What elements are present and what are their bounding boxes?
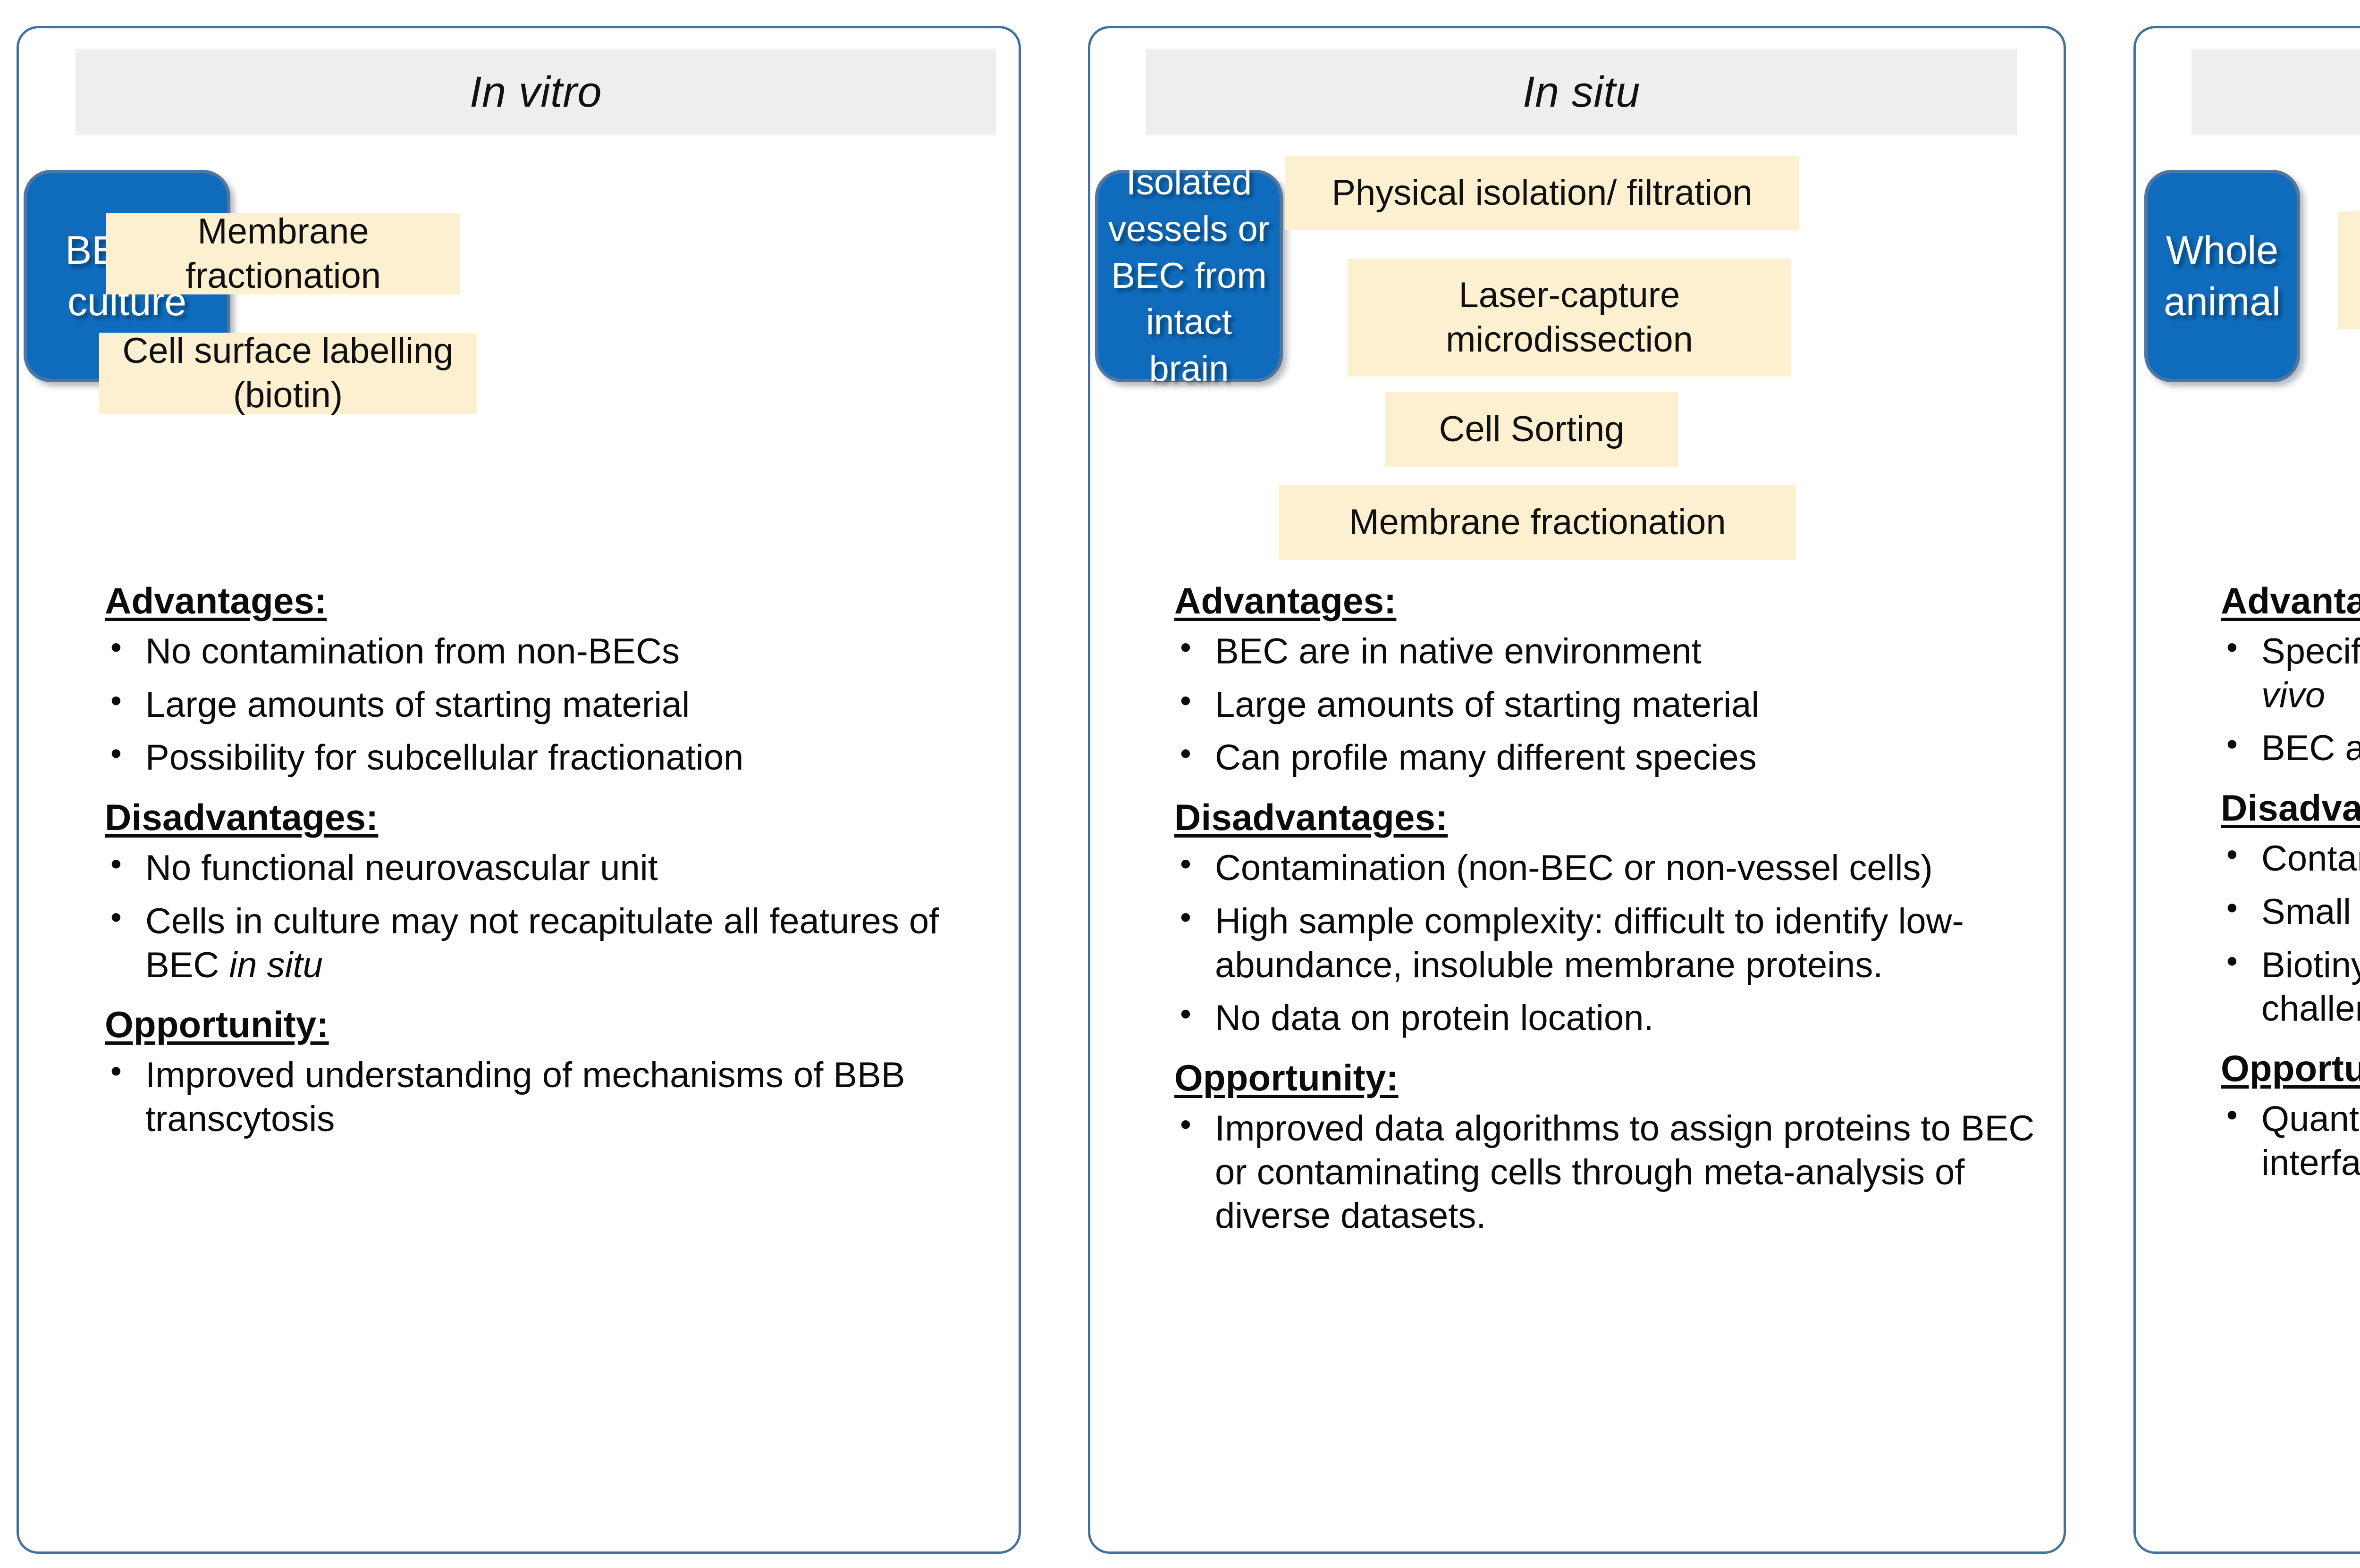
panel-header-band-in-vivo: In vivo [2191, 49, 2360, 135]
list-item: Improved understanding of mechanisms of … [105, 1052, 992, 1141]
panel-title-in-vitro: In vitro [469, 67, 602, 116]
panel-header-band-in-vitro: In vitro [76, 49, 996, 135]
panel-header-band-in-situ: In situ [1146, 49, 2017, 135]
list-item: No functional neurovascular unit [105, 845, 992, 890]
body-text-in-vivo: Advantages: Specifically profiles protei… [2221, 579, 2360, 1185]
body-text-in-vitro: Advantages: No contamination from non-BE… [105, 579, 992, 1141]
method-chip-physical-isolation: Physical isolation/ filtration [1285, 156, 1799, 230]
panel-in-situ: In situ Isolated vessels or BEC from int… [1088, 26, 2066, 1554]
method-chip-membrane-fractionation: Membrane fractionation [1279, 485, 1796, 560]
list-item: BEC are in native environment [2221, 725, 2360, 771]
body-text-in-situ: Advantages: BEC are in native environmen… [1174, 579, 2043, 1238]
list-opportunity: Quantification of BBB receptors at blood… [2221, 1096, 2360, 1185]
list-item: Contamination from non-biotinylated prot… [2221, 835, 2360, 881]
panel-title-in-situ: In situ [1523, 67, 1640, 116]
list-item: Possibility for subcellular fractionatio… [105, 734, 992, 780]
heading-advantages: Advantages: [2221, 580, 2360, 621]
heading-opportunity: Opportunity: [1174, 1057, 1399, 1099]
list-item: Large amounts of starting material [1174, 681, 2043, 727]
list-advantages: BEC are in native environment Large amou… [1174, 628, 2043, 780]
list-item-lead: Specifically profiles proteins at the BB… [2261, 631, 2360, 671]
source-box-isolated-vessels: Isolated vessels or BEC from intact brai… [1095, 162, 1283, 389]
heading-advantages: Advantages: [1174, 580, 1397, 621]
list-item: Large amounts of starting material [105, 681, 992, 727]
list-item: Can profile many different species [1174, 734, 2043, 780]
method-chip-vessel-surface-labelling: Vessel surface labelling via perfusion (… [2338, 211, 2360, 329]
list-item: Contamination (non-BEC or non-vessel cel… [1174, 845, 2043, 890]
list-item: High sample complexity: difficult to ide… [1174, 898, 2043, 987]
method-chip-laser-capture-microdissection: Laser-capture microdissection [1348, 259, 1791, 377]
panel-in-vivo: In vivo Whole animal Vessel surface labe… [2133, 26, 2360, 1554]
list-opportunity: Improved understanding of mechanisms of … [105, 1052, 992, 1141]
list-item: Cells in culture may not recapitulate al… [105, 898, 992, 987]
heading-opportunity: Opportunity: [105, 1004, 329, 1046]
list-item-italic: in situ [229, 945, 323, 985]
method-chip-cell-sorting: Cell Sorting [1385, 392, 1678, 467]
heading-disadvantages: Disadvantages: [1174, 797, 1448, 839]
heading-advantages: Advantages: [105, 580, 327, 621]
list-item-italic: in vivo [2261, 675, 2326, 715]
list-item: Biotinylation of brain vessel proteins m… [2221, 942, 2360, 1031]
list-item: Small amount of starting material/ low-l… [2221, 889, 2360, 934]
heading-disadvantages: Disadvantages: [105, 797, 379, 839]
method-chip-cell-surface-labelling: Cell surface labelling (biotin) [99, 331, 477, 415]
list-item: BEC are in native environment [1174, 628, 2043, 674]
source-box-whole-animal: Whole animal [2144, 170, 2300, 382]
heading-opportunity: Opportunity: [2221, 1048, 2360, 1090]
list-item-lead: Cells in culture may not recapitulate al… [145, 901, 939, 985]
list-advantages: No contamination from non-BECs Large amo… [105, 628, 992, 780]
list-item: No data on protein location. [1174, 995, 2043, 1040]
list-disadvantages: Contamination (non-BEC or non-vessel cel… [1174, 845, 2043, 1040]
list-item: Improved data algorithms to assign prote… [1174, 1105, 2043, 1238]
heading-disadvantages: Disadvantages: [2221, 787, 2360, 829]
list-disadvantages: Contamination from non-biotinylated prot… [2221, 835, 2360, 1031]
list-disadvantages: No functional neurovascular unit Cells i… [105, 845, 992, 987]
list-advantages: Specifically profiles proteins at the BB… [2221, 628, 2360, 771]
list-item: No contamination from non-BECs [105, 628, 992, 674]
list-item: Specifically profiles proteins at the BB… [2221, 628, 2360, 717]
panel-in-vitro: In vitro BEC in culture Membrane fractio… [17, 26, 1021, 1554]
list-opportunity: Improved data algorithms to assign prote… [1174, 1105, 2043, 1238]
method-chip-membrane-fractionation: Membrane fractionation [106, 211, 460, 296]
list-item: Quantification of BBB receptors at blood… [2221, 1096, 2360, 1185]
